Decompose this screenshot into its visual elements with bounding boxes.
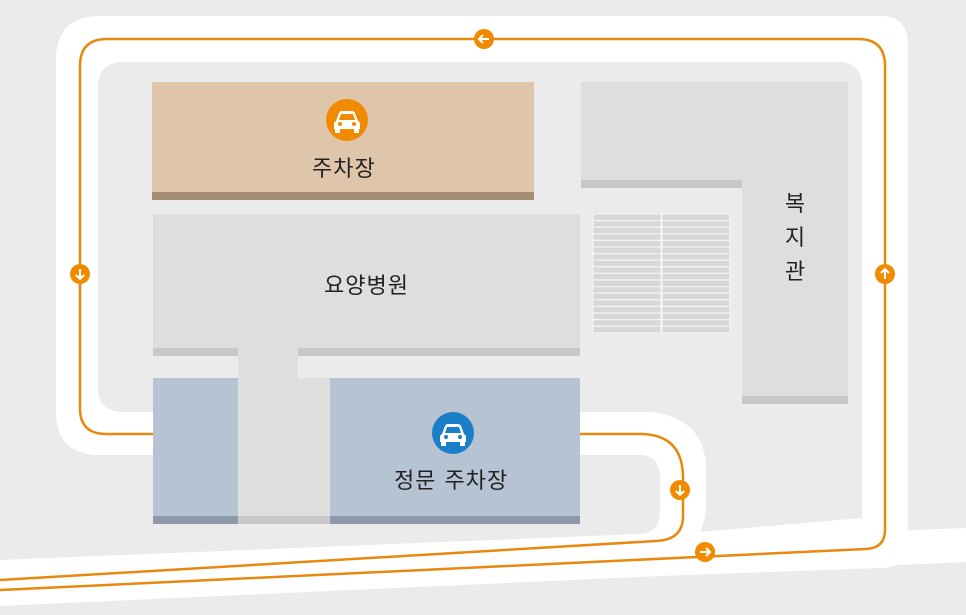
stair-step xyxy=(661,259,731,268)
stair-step xyxy=(661,246,731,255)
hospital-label: 요양병원 xyxy=(324,274,409,299)
arrow-down-icon xyxy=(70,264,90,284)
stair-step xyxy=(592,272,662,281)
stair-step xyxy=(592,319,662,327)
arrow-down-icon xyxy=(670,480,690,500)
stair-step xyxy=(661,213,731,222)
walkway xyxy=(238,348,330,516)
stair-step xyxy=(592,233,662,242)
car-icon xyxy=(432,412,474,454)
stair-step xyxy=(592,312,662,321)
stair-step xyxy=(661,319,731,327)
stair-step xyxy=(661,312,731,321)
stair-step xyxy=(592,299,662,307)
stair-step xyxy=(592,239,662,248)
stair-step xyxy=(592,266,662,274)
welfare-center-label: 복 지 관 xyxy=(784,192,806,285)
stairs xyxy=(592,213,731,334)
stair-step xyxy=(592,253,662,261)
welfare-center-base2 xyxy=(742,396,848,404)
stair-step xyxy=(661,253,731,261)
stair-step xyxy=(661,305,731,314)
stair-step xyxy=(661,272,731,281)
stair-step xyxy=(661,239,731,248)
stair-step xyxy=(661,233,731,242)
arrow-up-icon xyxy=(875,264,895,284)
stair-step xyxy=(592,292,662,301)
stair-step xyxy=(592,226,662,235)
stair-step xyxy=(592,286,662,294)
walkway-base xyxy=(238,516,330,524)
hospital-base xyxy=(153,348,580,356)
parking-top-base xyxy=(152,192,534,200)
stair-step xyxy=(661,299,731,307)
stair-step xyxy=(661,226,731,235)
main-parking-base xyxy=(153,516,580,524)
car-icon xyxy=(326,99,368,141)
main-parking-lot xyxy=(153,378,580,516)
arrow-right-icon xyxy=(695,542,715,562)
stair-step xyxy=(592,220,662,228)
stair-step xyxy=(661,325,731,334)
stair-step xyxy=(661,286,731,294)
hospital-building xyxy=(153,214,580,348)
stair-step xyxy=(592,213,662,222)
stair-step xyxy=(661,279,731,288)
stair-step xyxy=(592,259,662,268)
parking-top-label: 주차장 xyxy=(312,157,376,182)
main-parking-label: 정문 주차장 xyxy=(394,469,509,494)
welfare-center-base1 xyxy=(581,180,742,188)
stair-step xyxy=(592,305,662,314)
arrow-left-icon xyxy=(474,29,494,49)
welfare-center-building xyxy=(581,82,848,396)
stair-step xyxy=(661,292,731,301)
stair-step xyxy=(592,279,662,288)
stair-step xyxy=(592,325,662,334)
stair-step xyxy=(592,246,662,255)
stair-step xyxy=(661,220,731,228)
stair-step xyxy=(661,266,731,274)
